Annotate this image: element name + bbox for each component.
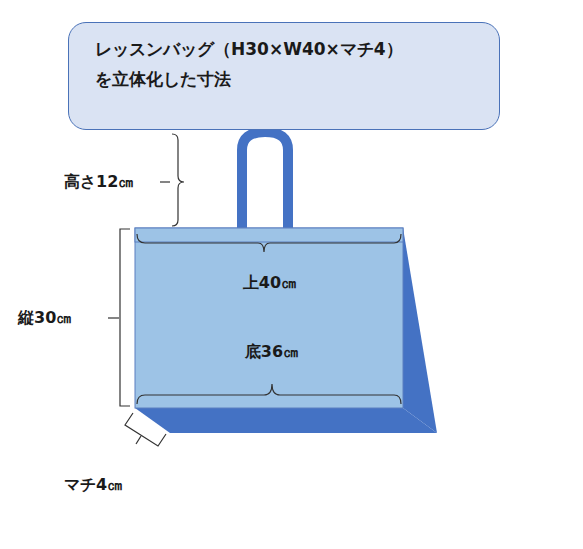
bag-front — [135, 228, 403, 408]
dimension-length: 縦30㎝ — [16, 308, 74, 327]
dimension-height: 高さ12㎝ — [62, 172, 136, 191]
dimension-bottom: 底36㎝ — [243, 342, 301, 361]
dimension-top: 上40㎝ — [241, 273, 299, 292]
top-width-brace — [137, 234, 401, 252]
dimension-gusset: マチ4㎝ — [62, 475, 125, 494]
bag-side — [403, 228, 437, 433]
bag-handle — [242, 132, 288, 228]
callout-text: レッスンバッグ（H30×W40×マチ4） を立体化した寸法 — [95, 35, 473, 95]
bottom-width-brace — [137, 384, 401, 404]
leader-line — [160, 181, 170, 182]
gusset-brace — [125, 413, 166, 446]
bag-top-band — [135, 228, 403, 242]
callout-box: レッスンバッグ（H30×W40×マチ4） を立体化した寸法 — [68, 22, 500, 130]
bag-bottom — [135, 408, 437, 433]
leader-line — [108, 317, 119, 318]
leader-line — [136, 436, 141, 444]
height-bracket — [120, 229, 130, 406]
height-brace — [172, 134, 184, 226]
